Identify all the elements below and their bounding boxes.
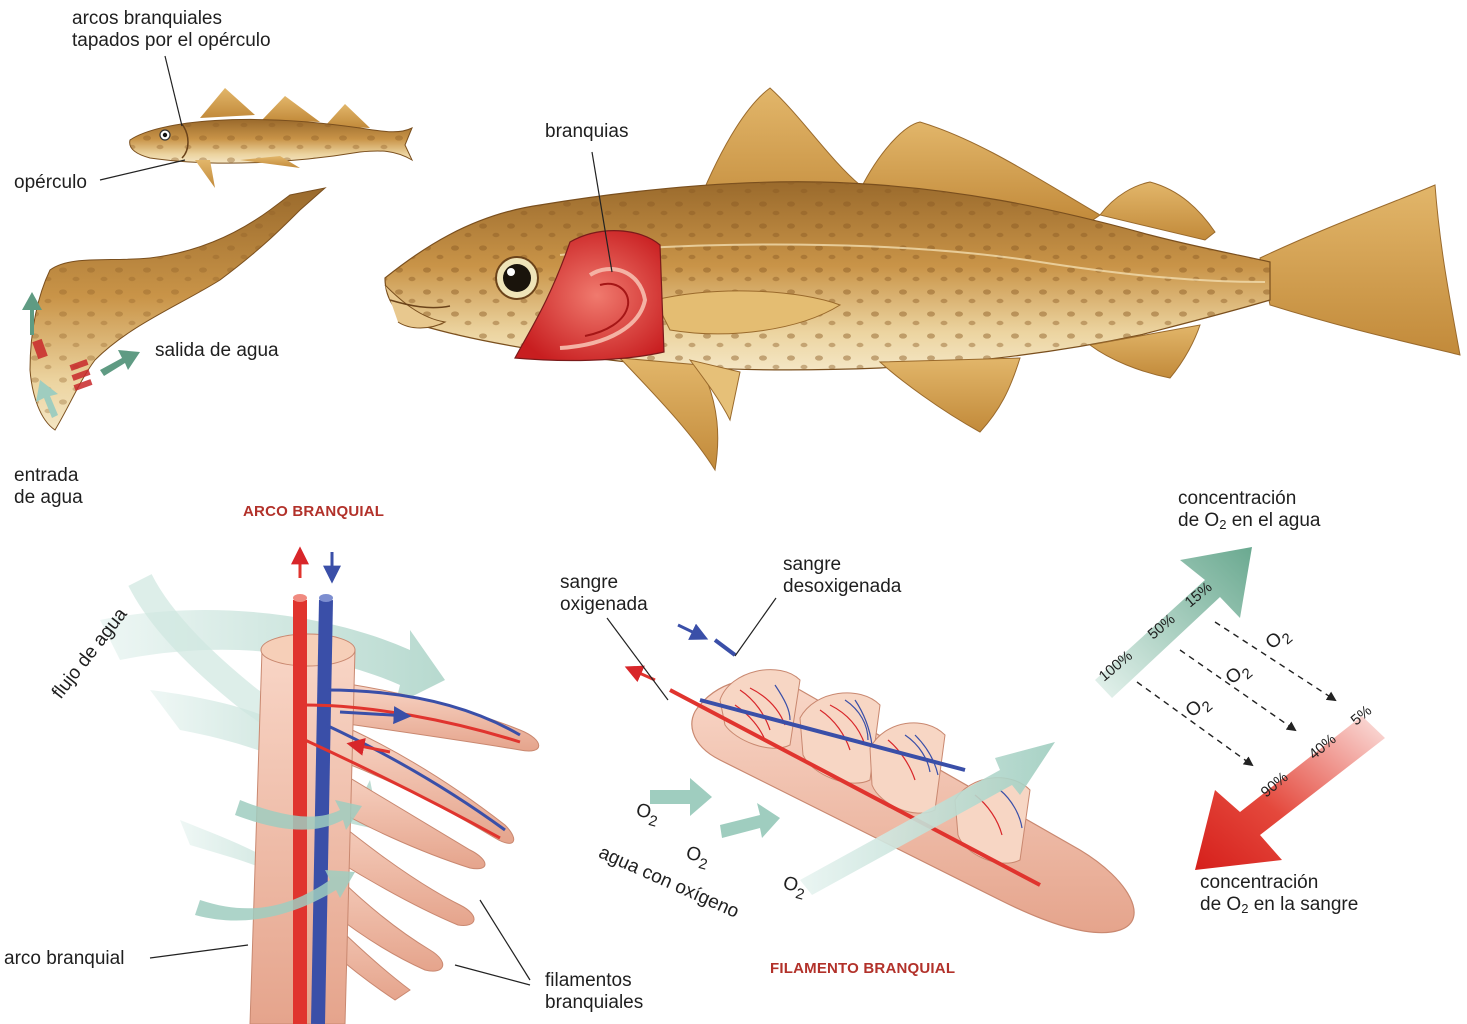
svg-text:O2: O2 (779, 873, 808, 904)
svg-text:O2: O2 (632, 800, 661, 831)
label-concentracion-sangre: concentración de O2 en la sangre (1200, 872, 1359, 916)
leader-line-desoxigenada (734, 597, 777, 657)
caption-arco-branquial: ARCO BRANQUIAL (243, 503, 385, 520)
label-arco-branquial: arco branquial (4, 948, 125, 969)
svg-text:O2: O2 (1182, 691, 1216, 726)
o2-label-diffusion-3: O2 (1182, 691, 1216, 726)
svg-text:O2: O2 (1262, 623, 1296, 658)
label-sangre-desoxigenada: sangre desoxigenada (783, 554, 902, 597)
svg-text:O2: O2 (1222, 658, 1256, 693)
label-branquias: branquias (545, 121, 629, 142)
label-concentracion-agua: concentración de O2 en el agua (1178, 488, 1321, 532)
o2-label-diffusion-1: O2 (1262, 623, 1296, 658)
label-sangre-oxigenada: sangre oxigenada (560, 572, 648, 615)
gill-arch-illustration (100, 546, 540, 1024)
leader-line-filamentos-1 (479, 899, 531, 981)
caption-filamento-branquial: FILAMENTO BRANQUIAL (770, 960, 956, 977)
label-operculo: opérculo (14, 172, 87, 193)
leader-line-branquias (591, 151, 613, 273)
label-entrada-agua: entrada de agua (14, 465, 83, 508)
leader-line-filamentos-2 (454, 964, 531, 986)
o2-label-diffusion-2: O2 (1222, 658, 1256, 693)
leader-line-operculo (99, 159, 186, 181)
label-salida-agua: salida de agua (155, 340, 279, 361)
label-arcos-tapados: arcos branquiales tapados por el opércul… (72, 8, 271, 51)
countercurrent-illustration (1095, 547, 1385, 870)
svg-text:O2: O2 (682, 843, 711, 874)
o2-label-filament-1: O2 (632, 800, 661, 831)
leader-line-oxigenada (606, 617, 669, 701)
label-filamentos-branquiales: filamentos branquiales (545, 970, 644, 1013)
gill-filament-illustration (624, 623, 1135, 934)
leader-line-arcos (164, 55, 183, 127)
small-fish-illustration (129, 88, 414, 188)
curved-fish-illustration (22, 187, 327, 431)
leader-line-arco (149, 944, 249, 959)
o2-label-filament-3: O2 (779, 873, 808, 904)
o2-label-filament-2: O2 (682, 843, 711, 874)
large-fish-illustration (384, 87, 1461, 472)
